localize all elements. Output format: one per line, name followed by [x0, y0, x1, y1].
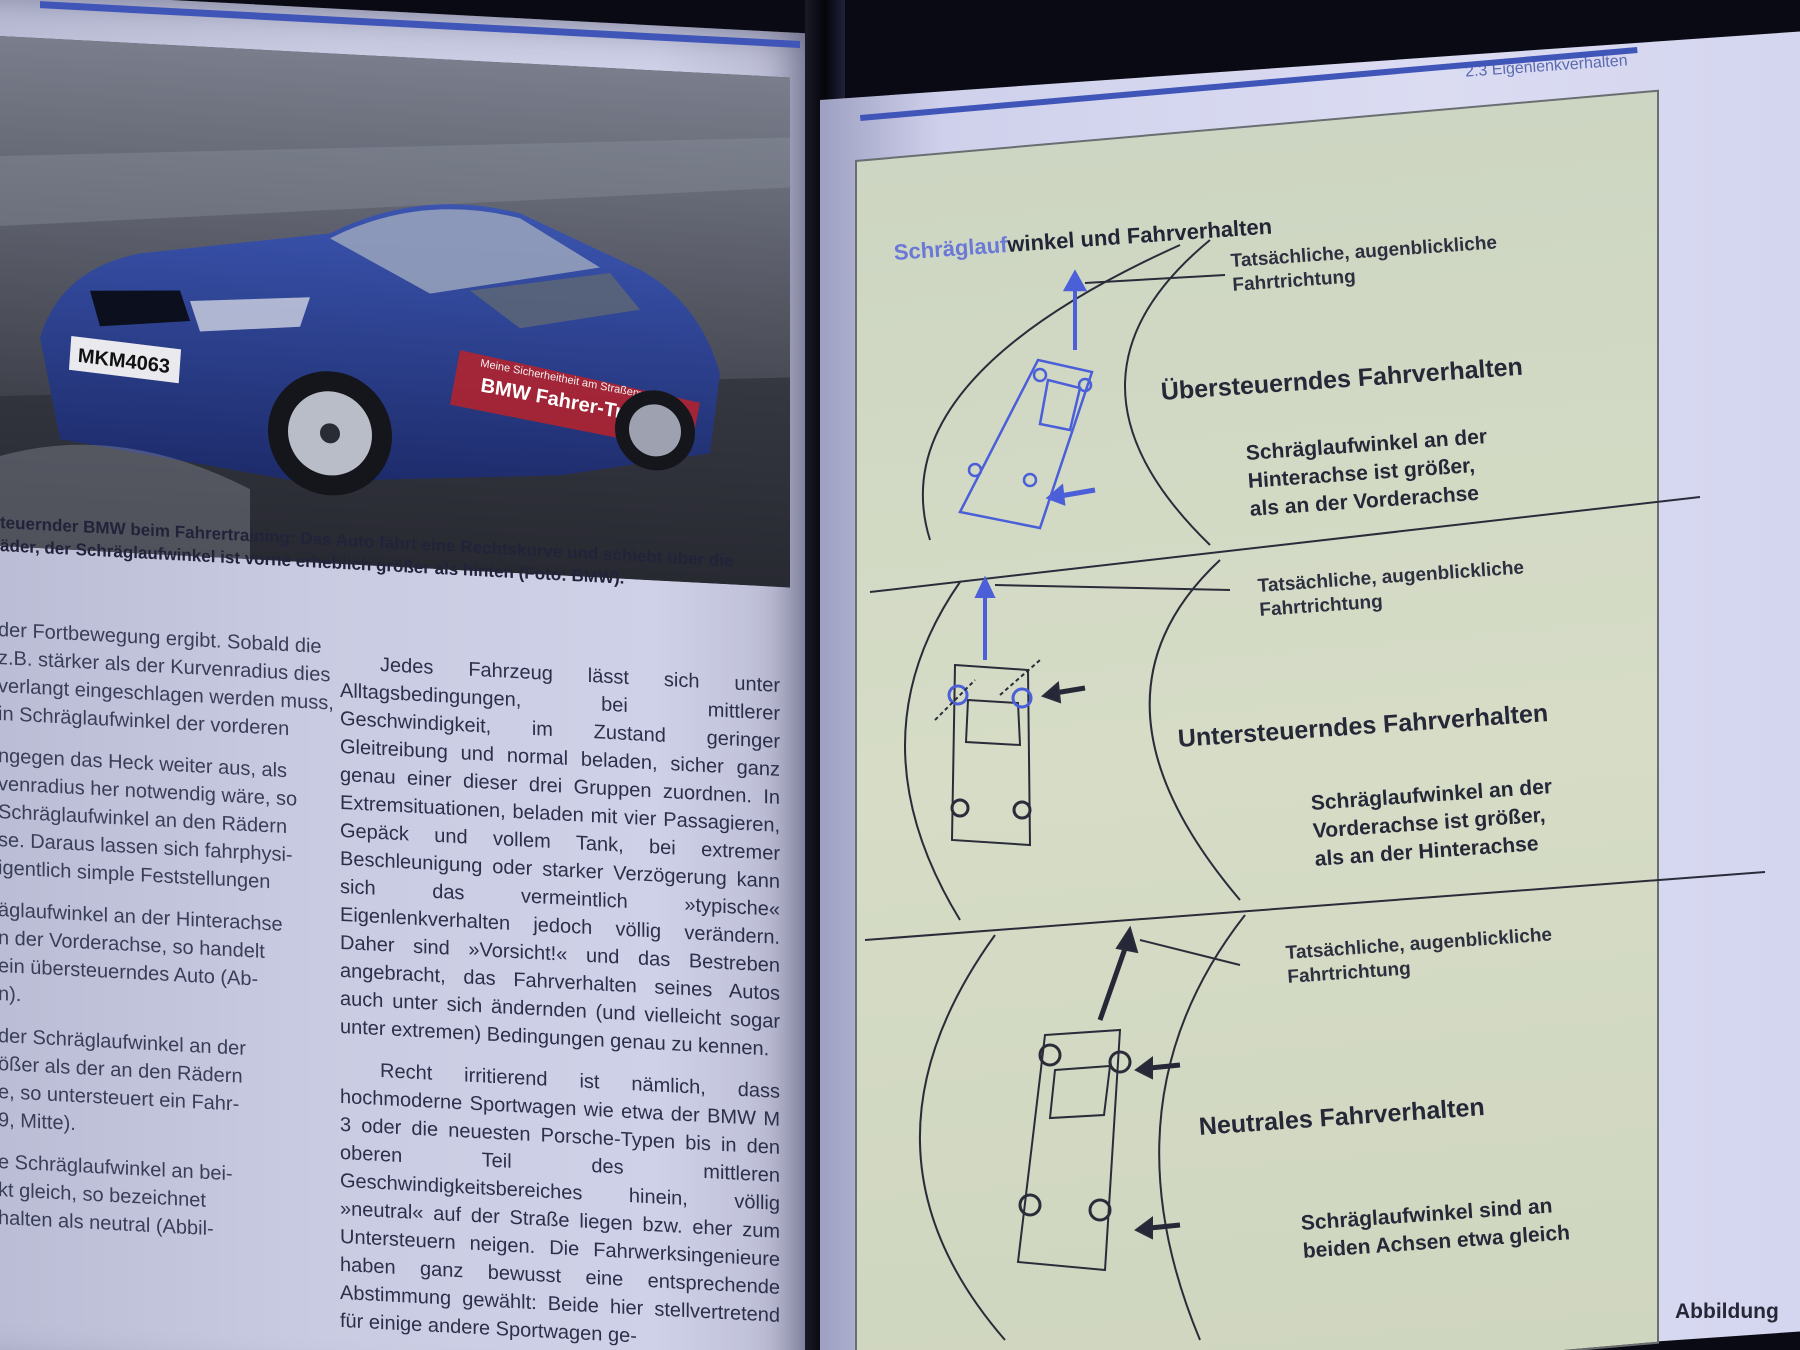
- curve-arc: [1148, 559, 1241, 901]
- leader-line: [1084, 274, 1226, 284]
- car-neutral: [1016, 925, 1181, 1272]
- windshield: [330, 209, 600, 294]
- figure-reference: Abbildung: [1675, 1300, 1779, 1323]
- panel-divider: [864, 871, 1766, 941]
- car-understeer: [934, 575, 1086, 847]
- slip-angle-note: Schräglaufwinkel an der Vorderachse ist …: [1310, 775, 1553, 871]
- panel-divider: [869, 496, 1701, 593]
- car-oversteer: [958, 269, 1096, 530]
- curve-arc: [904, 581, 961, 921]
- curve-arc: [919, 934, 1006, 1341]
- curve-arc: [1158, 914, 1246, 1341]
- car-illustration: MKM4063 Meine Sicherheitheit am Straßenv…: [0, 36, 790, 588]
- slip-angle-note: Schräglaufwinkel an der Hinterachse ist …: [1245, 425, 1488, 521]
- car-photo: MKM4063 Meine Sicherheitheit am Straßenv…: [0, 36, 790, 588]
- license-plate: [68, 335, 182, 384]
- leader-line: [994, 584, 1231, 591]
- leader-line: [1139, 939, 1241, 966]
- headlight: [190, 297, 310, 332]
- left-page: MKM4063 Meine Sicherheitheit am Straßenv…: [0, 0, 825, 1350]
